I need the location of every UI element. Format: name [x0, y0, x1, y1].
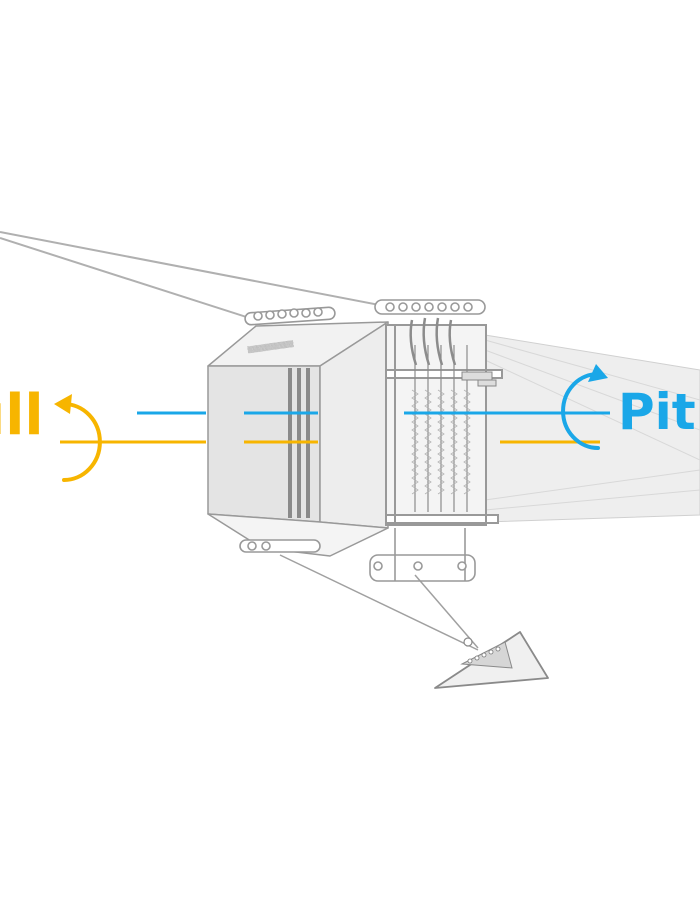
top-float-bar: [244, 299, 486, 326]
rear-cage: [385, 317, 503, 526]
net-frame: ▒▒▒▒▒▒▒▒▒▒: [207, 321, 389, 557]
depressor-lines: [279, 554, 479, 651]
roll-rotation-arrow-icon: [54, 394, 102, 482]
towing-warps: [0, 231, 396, 323]
pitch-label: Pit: [618, 383, 696, 441]
depressor-wing: [434, 631, 549, 689]
roll-label: ıll: [0, 383, 44, 448]
pitch-rotation-arrow-icon: [561, 364, 608, 450]
bottom-skid-bar: [239, 528, 476, 582]
